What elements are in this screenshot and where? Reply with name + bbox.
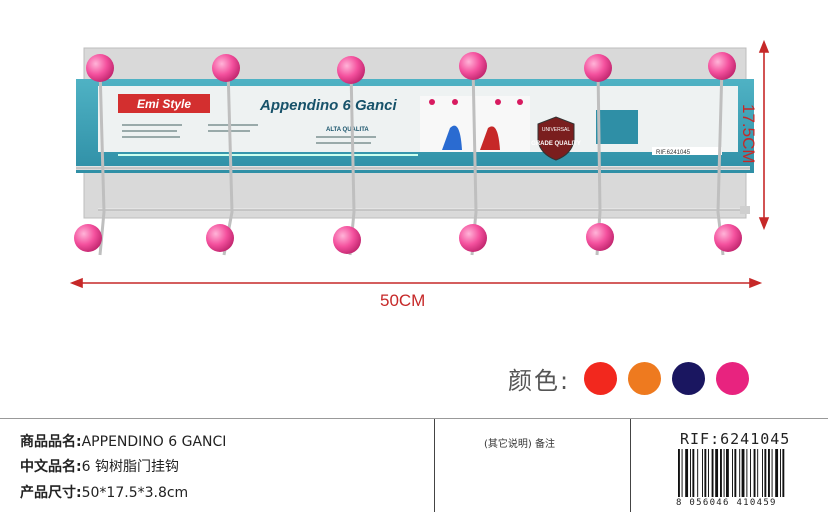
- package-subtitle: ALTA QUALITA: [326, 127, 369, 133]
- hook-balls-bottom: [74, 223, 742, 254]
- barcode-bar: [780, 449, 781, 497]
- barcode-bar: [782, 449, 785, 497]
- product-size-row: 产品尺寸:50*17.5*3.8cm: [20, 482, 188, 502]
- barcode-bar: [768, 449, 770, 497]
- barcode-bar: [723, 449, 725, 497]
- barcode-bar: [771, 449, 773, 497]
- barcode-bar: [715, 449, 719, 497]
- barcode-bar: [690, 449, 691, 497]
- brand-text: Emi Style: [137, 97, 191, 111]
- barcode-bar: [692, 449, 695, 497]
- height-label: 17.5CM: [739, 104, 758, 164]
- package-ref: RIF.6241045: [656, 150, 691, 156]
- product-name-row: 商品品名:APPENDINO 6 GANCI: [20, 431, 226, 451]
- barcode-bar: [708, 449, 709, 497]
- product-size-value: 50*17.5*3.8cm: [81, 485, 189, 501]
- badge-text: GRADE QUALITY: [531, 141, 581, 147]
- barcode-bar: [704, 449, 707, 497]
- barcode-bar: [764, 449, 767, 497]
- bottom-rail: [98, 208, 748, 212]
- package-door-icon: [596, 110, 638, 144]
- barcode-bar: [741, 449, 745, 497]
- barcode-bar: [685, 449, 689, 497]
- color-swatch-orange[interactable]: [628, 361, 662, 395]
- barcode-bar: [720, 449, 722, 497]
- barcode-bar: [702, 449, 703, 497]
- barcode-bar: [746, 449, 748, 497]
- quality-badge: [537, 116, 575, 161]
- barcode-bar: [726, 449, 729, 497]
- barcode-bar: [697, 449, 699, 497]
- color-options: 颜色:: [508, 360, 760, 396]
- package-ref-box: [652, 147, 722, 155]
- remarks-note: (其它说明) 备注: [484, 439, 555, 450]
- barcode-bar: [734, 449, 737, 497]
- product-info-table: 商品品名:APPENDINO 6 GANCI 中文品名:6 钩树脂门挂钩 产品尺…: [0, 418, 828, 512]
- barcode-bar: [757, 449, 759, 497]
- barcode: [678, 449, 785, 497]
- top-rail: [76, 166, 750, 170]
- barcode-bar: [739, 449, 741, 497]
- product-size-key: 产品尺寸:: [20, 485, 82, 501]
- color-swatch-pink[interactable]: [716, 361, 750, 395]
- chinese-name-row: 中文品名:6 钩树脂门挂钩: [20, 456, 179, 476]
- product-name-key: 商品品名:: [20, 434, 82, 450]
- package-towel-blue: [442, 125, 462, 150]
- badge-top-text: UNIVERSAL: [542, 127, 571, 133]
- width-label: 50CM: [380, 291, 426, 310]
- barcode-bar: [753, 449, 756, 497]
- chinese-name-value: 6 钩树脂门挂钩: [81, 459, 179, 475]
- rail-end: [740, 206, 750, 214]
- barcode-bar: [711, 449, 714, 497]
- color-swatch-red[interactable]: [584, 361, 618, 395]
- barcode-bar: [750, 449, 751, 497]
- divider-2: [630, 419, 631, 512]
- package-towel-red: [480, 126, 500, 150]
- product-photo: Emi Style Appendino 6 Ganci ALTA QUALITA…: [69, 39, 770, 289]
- chinese-name-key: 中文品名:: [20, 459, 82, 475]
- hook-balls-top: [86, 52, 736, 84]
- rif-code: RIF:6241045: [680, 430, 791, 448]
- barcode-bar: [678, 449, 680, 497]
- barcode-bar: [762, 449, 763, 497]
- color-swatch-navy[interactable]: [672, 361, 706, 395]
- barcode-bar: [775, 449, 779, 497]
- height-dimension-arrow: [758, 39, 770, 231]
- barcode-bar: [732, 449, 733, 497]
- barcode-number: 8 056046 410459: [676, 498, 777, 508]
- product-name-value: APPENDINO 6 GANCI: [81, 434, 227, 450]
- package-title: Appendino 6 Ganci: [259, 97, 398, 114]
- brand-logo: [118, 94, 210, 113]
- barcode-bar: [681, 449, 683, 497]
- color-label: 颜色:: [508, 366, 571, 395]
- width-dimension-arrow: [69, 277, 763, 289]
- divider-1: [434, 419, 435, 512]
